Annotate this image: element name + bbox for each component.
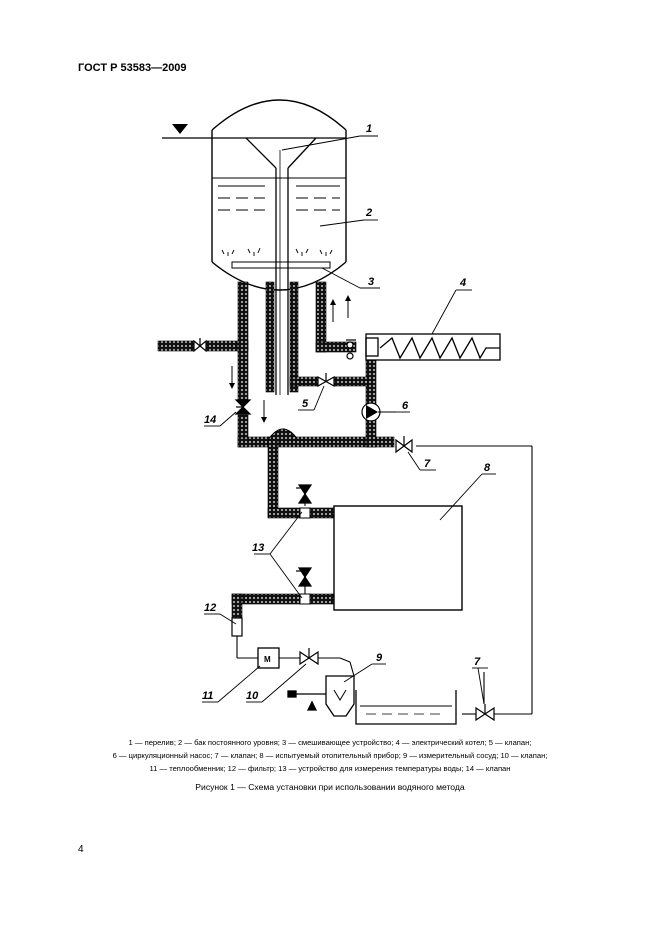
leader-lines — [202, 135, 496, 705]
standard-header: ГОСТ Р 53583—2009 — [78, 62, 187, 74]
circulation-pump — [361, 402, 381, 422]
figure-caption: Рисунок 1 — Схема установки при использо… — [195, 782, 465, 792]
callout-7: 7 — [424, 458, 431, 470]
legend-line-1: 1 — перелив; 2 — бак постоянного уровня;… — [128, 738, 532, 747]
callout-6: 6 — [402, 400, 409, 412]
constant-level-tank — [211, 99, 347, 291]
callout-12: 12 — [204, 602, 216, 614]
valves — [193, 338, 495, 722]
heating-device — [333, 505, 463, 611]
figure-legend: 1 — перелив; 2 — бак постоянного уровня;… — [75, 736, 585, 775]
callout-3: 3 — [368, 276, 374, 288]
legend-line-3: 11 — теплообменник; 12 — фильтр; 13 — ус… — [149, 764, 511, 773]
overflow-funnel — [162, 137, 346, 395]
temp-sensor-lower — [299, 593, 311, 605]
callout-13: 13 — [252, 542, 264, 554]
callout-5: 5 — [302, 398, 309, 410]
legend-line-2: 6 — циркуляционный насос; 7 — клапан; 8 … — [112, 751, 548, 760]
flow-arrows — [229, 295, 351, 423]
callout-2: 2 — [365, 207, 372, 219]
electric-boiler — [365, 333, 501, 361]
open-tank — [355, 690, 457, 725]
callout-14: 14 — [204, 414, 216, 426]
temp-sensor-upper — [299, 507, 311, 519]
water-level-icon — [172, 124, 188, 134]
callout-10: 10 — [246, 690, 259, 702]
callout-1: 1 — [366, 123, 372, 135]
callout-9: 9 — [376, 652, 383, 664]
mixing-sprays — [221, 247, 333, 256]
callout-4: 4 — [459, 277, 466, 289]
thin-pipes — [236, 445, 533, 715]
motor-label: M — [264, 655, 271, 664]
heat-exchanger — [257, 647, 280, 669]
page-number: 4 — [78, 844, 84, 855]
callout-8: 8 — [484, 462, 491, 474]
callout-7b: 7 — [474, 656, 481, 668]
junction — [267, 428, 299, 441]
measuring-vessel — [287, 675, 355, 717]
callout-11: 11 — [202, 690, 213, 702]
mixing-device — [231, 261, 331, 269]
filter — [231, 617, 243, 637]
